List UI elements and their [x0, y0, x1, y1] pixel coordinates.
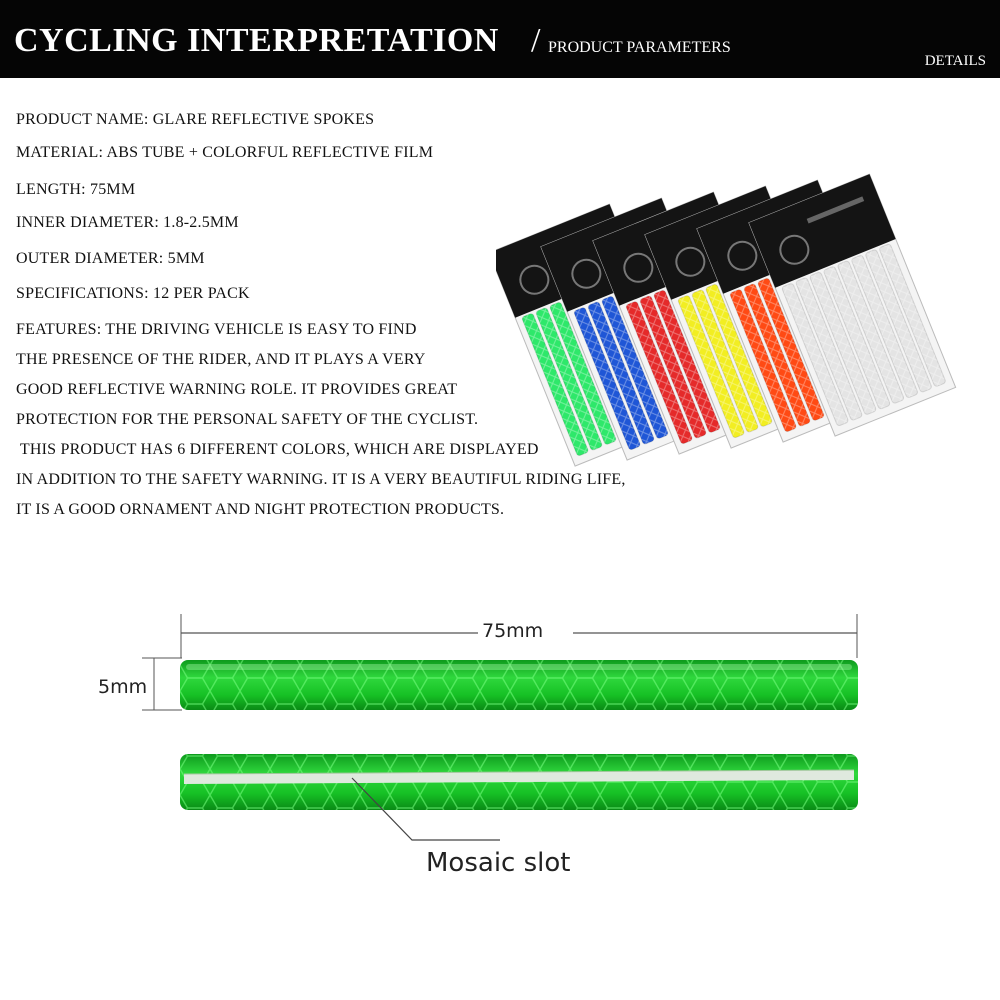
- spec-outer-diameter: OUTER DIAMETER: 5MM: [16, 250, 205, 267]
- spec-material: MATERIAL: ABS TUBE + COLORFUL REFLECTIVE…: [16, 144, 434, 161]
- spoke-tube-slotted: [180, 754, 858, 810]
- features-line: THE PRESENCE OF THE RIDER, AND IT PLAYS …: [16, 351, 426, 368]
- header-bar: CYCLING INTERPRETATION / PRODUCT PARAMET…: [0, 0, 1000, 78]
- spec-specifications: SPECIFICATIONS: 12 PER PACK: [16, 285, 250, 302]
- reflective-pack: [748, 173, 957, 437]
- mosaic-slot-label: Mosaic slot: [426, 848, 571, 878]
- spoke-dimension-diagram: [142, 614, 858, 841]
- spec-inner-diameter: INNER DIAMETER: 1.8-2.5MM: [16, 214, 239, 231]
- features-line: THIS PRODUCT HAS 6 DIFFERENT COLORS, WHI…: [16, 441, 539, 458]
- header-slash: /: [531, 22, 541, 59]
- features-line: IN ADDITION TO THE SAFETY WARNING. IT IS…: [16, 471, 626, 488]
- spoke-tube-whole: [180, 660, 858, 710]
- spec-length: LENGTH: 75MM: [16, 181, 136, 198]
- callout-leader: [351, 777, 500, 841]
- width-label: 5mm: [98, 676, 148, 698]
- header-title: CYCLING INTERPRETATION: [14, 22, 499, 59]
- spec-product-name: PRODUCT NAME: GLARE REFLECTIVE SPOKES: [16, 111, 375, 128]
- header-subtitle: PRODUCT PARAMETERS: [548, 39, 731, 56]
- length-label: 75mm: [482, 620, 544, 642]
- product-packs-image: [496, 173, 957, 467]
- features-line: FEATURES: THE DRIVING VEHICLE IS EASY TO…: [16, 321, 417, 338]
- header-details: DETAILS: [924, 53, 986, 69]
- features-line: PROTECTION FOR THE PERSONAL SAFETY OF TH…: [16, 411, 479, 428]
- features-line: IT IS A GOOD ORNAMENT AND NIGHT PROTECTI…: [16, 501, 505, 518]
- features-line: GOOD REFLECTIVE WARNING ROLE. IT PROVIDE…: [16, 381, 458, 398]
